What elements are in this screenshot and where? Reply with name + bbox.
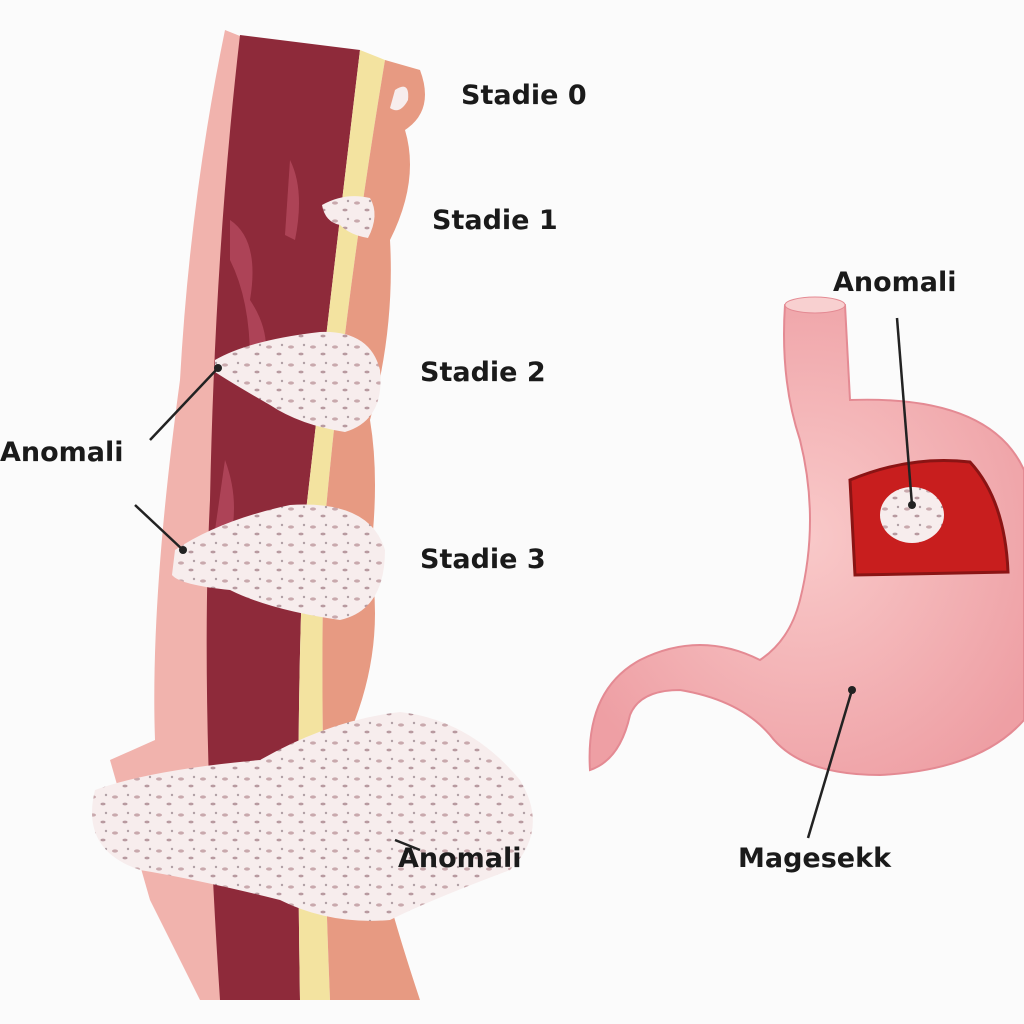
label-stage-2: Stadie 2 — [420, 357, 546, 388]
tumor-stage-2 — [215, 331, 381, 432]
label-stage-0: Stadie 0 — [461, 80, 587, 111]
tumor-stage-1 — [322, 196, 375, 238]
tumor-advanced — [92, 712, 533, 921]
muscle-texture — [215, 160, 299, 540]
stomach-body — [588, 299, 1024, 777]
label-stomach: Magesekk — [738, 843, 892, 874]
tumor-stage-3 — [172, 504, 385, 620]
label-stage-3: Stadie 3 — [420, 544, 546, 575]
label-anomaly-stomach: Anomali — [833, 267, 957, 298]
label-anomaly-left: Anomali — [0, 437, 124, 468]
esophagus-opening — [784, 296, 846, 314]
leader-lines — [134, 317, 914, 852]
tumor-stage-0 — [390, 86, 409, 111]
label-anomaly-bottom: Anomali — [398, 843, 522, 874]
label-stage-1: Stadie 1 — [432, 205, 558, 236]
stomach-tumor — [880, 487, 944, 543]
